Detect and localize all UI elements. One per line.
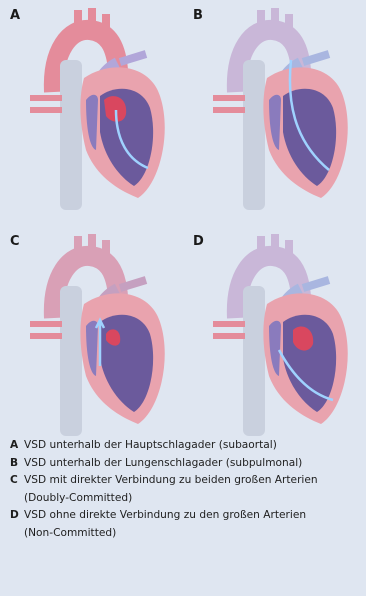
figure-legend: A VSD unterhalb der Hauptschlagader (sub… bbox=[10, 437, 362, 542]
heart-illustration bbox=[183, 226, 366, 439]
heart-illustration bbox=[0, 0, 183, 213]
panel-label: D bbox=[193, 234, 204, 249]
heart-panel-d: D bbox=[183, 226, 366, 439]
legend-item-c: C VSD mit direkter Verbindung zu beiden … bbox=[10, 472, 362, 507]
legend-text: VSD ohne direkte Verbindung zu den große… bbox=[24, 507, 362, 542]
legend-letter: A bbox=[10, 437, 24, 455]
heart-illustration bbox=[183, 0, 366, 213]
legend-item-b: B VSD unterhalb der Lungenschlagader (su… bbox=[10, 455, 362, 473]
heart-illustration bbox=[0, 226, 183, 439]
legend-letter: D bbox=[10, 507, 24, 525]
vena-cava bbox=[60, 60, 82, 210]
heart-panel-a: A bbox=[0, 0, 183, 213]
legend-text: VSD unterhalb der Lungenschlagader (subp… bbox=[24, 455, 362, 473]
panel-label: C bbox=[10, 234, 20, 249]
vena-cava bbox=[60, 286, 82, 436]
legend-item-d: D VSD ohne direkte Verbindung zu den gro… bbox=[10, 507, 362, 542]
legend-letter: B bbox=[10, 455, 24, 473]
legend-letter: C bbox=[10, 472, 24, 490]
legend-text: VSD unterhalb der Hauptschlagader (subao… bbox=[24, 437, 362, 455]
legend-text: VSD mit direkter Verbindung zu beiden gr… bbox=[24, 472, 362, 507]
legend-item-a: A VSD unterhalb der Hauptschlagader (sub… bbox=[10, 437, 362, 455]
vena-cava bbox=[243, 60, 265, 210]
panel-label: B bbox=[193, 8, 203, 23]
panel-label: A bbox=[10, 8, 20, 23]
heart-panel-b: B bbox=[183, 0, 366, 213]
vena-cava bbox=[243, 286, 265, 436]
heart-panel-c: C bbox=[0, 226, 183, 439]
